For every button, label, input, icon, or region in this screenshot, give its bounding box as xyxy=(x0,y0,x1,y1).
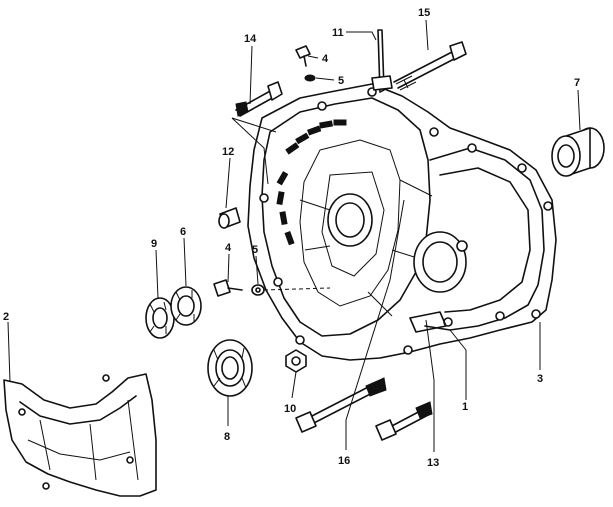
bolt-11 xyxy=(371,29,393,93)
callout-8: 8 xyxy=(224,431,230,443)
bearing-6 xyxy=(170,286,202,326)
bolt-13 xyxy=(375,401,433,441)
washer-5-top xyxy=(304,74,316,82)
callout-11: 11 xyxy=(332,27,344,39)
bearing-9 xyxy=(145,297,175,339)
callout-9: 9 xyxy=(151,238,157,250)
callout-labels: 1 2 3 4 4 5 5 6 7 8 9 10 11 12 13 14 15 … xyxy=(3,7,580,469)
callout-14: 14 xyxy=(244,33,257,45)
nut-10 xyxy=(285,349,307,373)
callout-6: 6 xyxy=(180,226,186,238)
cover-plate-2 xyxy=(3,373,157,497)
callout-12: 12 xyxy=(222,146,234,158)
dowel-pin-12 xyxy=(218,207,241,229)
callout-4-top: 4 xyxy=(322,53,329,65)
callout-4-mid: 4 xyxy=(225,242,232,254)
bearing-7 xyxy=(551,127,605,177)
callout-2: 2 xyxy=(3,311,9,323)
callout-5-top: 5 xyxy=(338,75,344,87)
callout-10: 10 xyxy=(284,403,296,415)
bolt-4-top xyxy=(295,45,311,67)
bolt-16 xyxy=(295,377,387,433)
callout-16: 16 xyxy=(338,455,350,467)
callout-1: 1 xyxy=(462,401,468,413)
callout-5-mid: 5 xyxy=(252,244,258,256)
callout-15: 15 xyxy=(418,7,430,19)
bolt-4-mid xyxy=(213,279,243,297)
leader-lines xyxy=(7,19,581,452)
callout-13: 13 xyxy=(427,457,439,469)
vent-slots xyxy=(276,119,347,246)
transmission-housing xyxy=(247,83,557,361)
callout-7: 7 xyxy=(574,77,580,89)
callout-3: 3 xyxy=(537,373,543,385)
washer-5-mid xyxy=(251,284,265,296)
bearing-8 xyxy=(207,339,253,397)
bolt-15 xyxy=(393,41,467,91)
bolt-14 xyxy=(235,81,283,117)
